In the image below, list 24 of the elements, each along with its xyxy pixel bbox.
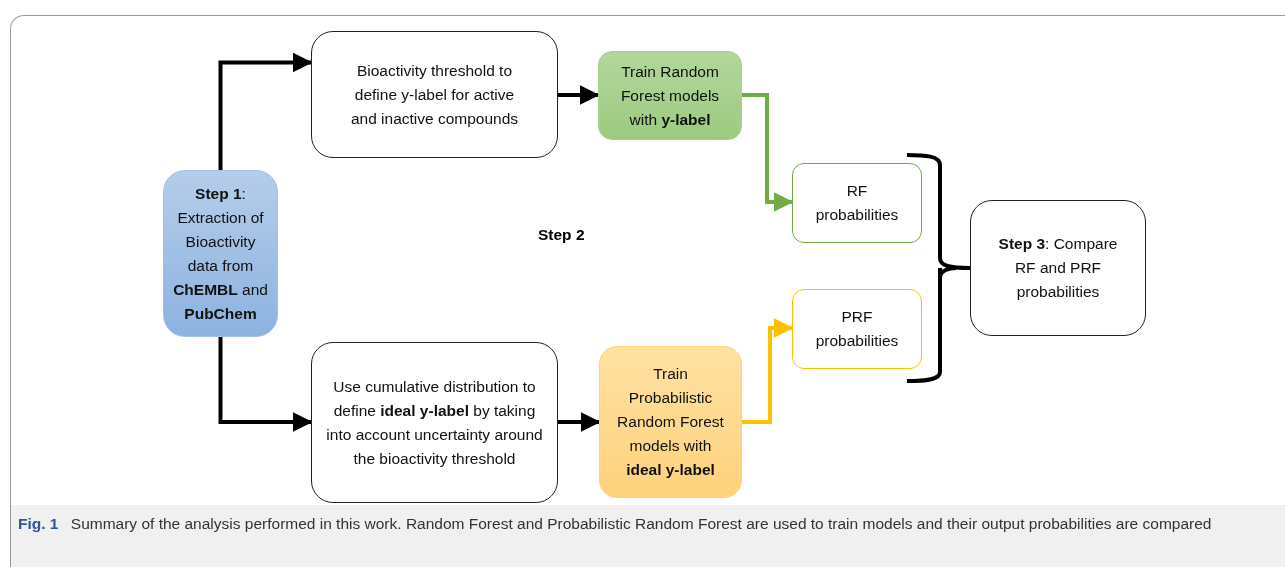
- node-text: PRF probabilities: [814, 307, 900, 351]
- node-text: Use cumulative distribution to define ideal y-label by taking into account uncertainty around the bioactivity threshold: [326, 376, 543, 469]
- node-text: RF probabilities: [814, 181, 900, 225]
- source-step-box: [163, 170, 278, 337]
- node-text: Bioactivity threshold to define y-label for active and inactive compounds: [349, 60, 520, 129]
- step-label: Step 2: [538, 226, 585, 244]
- process-box: [311, 342, 558, 503]
- arrow: [558, 412, 601, 432]
- arrow: [558, 85, 600, 105]
- node-text: Train Random Forest models with y-label: [619, 61, 721, 130]
- figure-caption: Fig. 1 Summary of the analysis performed in this work. Random Forest and Probabilistic Random Forest are used to train models and their output probabilities are compared: [18, 514, 1213, 534]
- output-box: [792, 163, 922, 243]
- comparison-box: [970, 200, 1146, 336]
- arrow: [742, 318, 794, 424]
- node-text: Train Probabilistic Random Forest models with ideal y-label: [616, 364, 725, 480]
- model-box: [598, 51, 742, 140]
- model-box: [599, 346, 742, 498]
- output-box: [792, 289, 922, 369]
- arrow: [218, 52, 313, 170]
- arrow: [742, 93, 794, 212]
- node-text: Step 1: Extraction of Bioactivity data from ChEMBL and PubChem: [172, 183, 269, 324]
- node-text: Step 3: Compare RF and PRF probabilities: [997, 234, 1119, 302]
- arrow: [218, 337, 313, 432]
- process-box: [311, 31, 558, 158]
